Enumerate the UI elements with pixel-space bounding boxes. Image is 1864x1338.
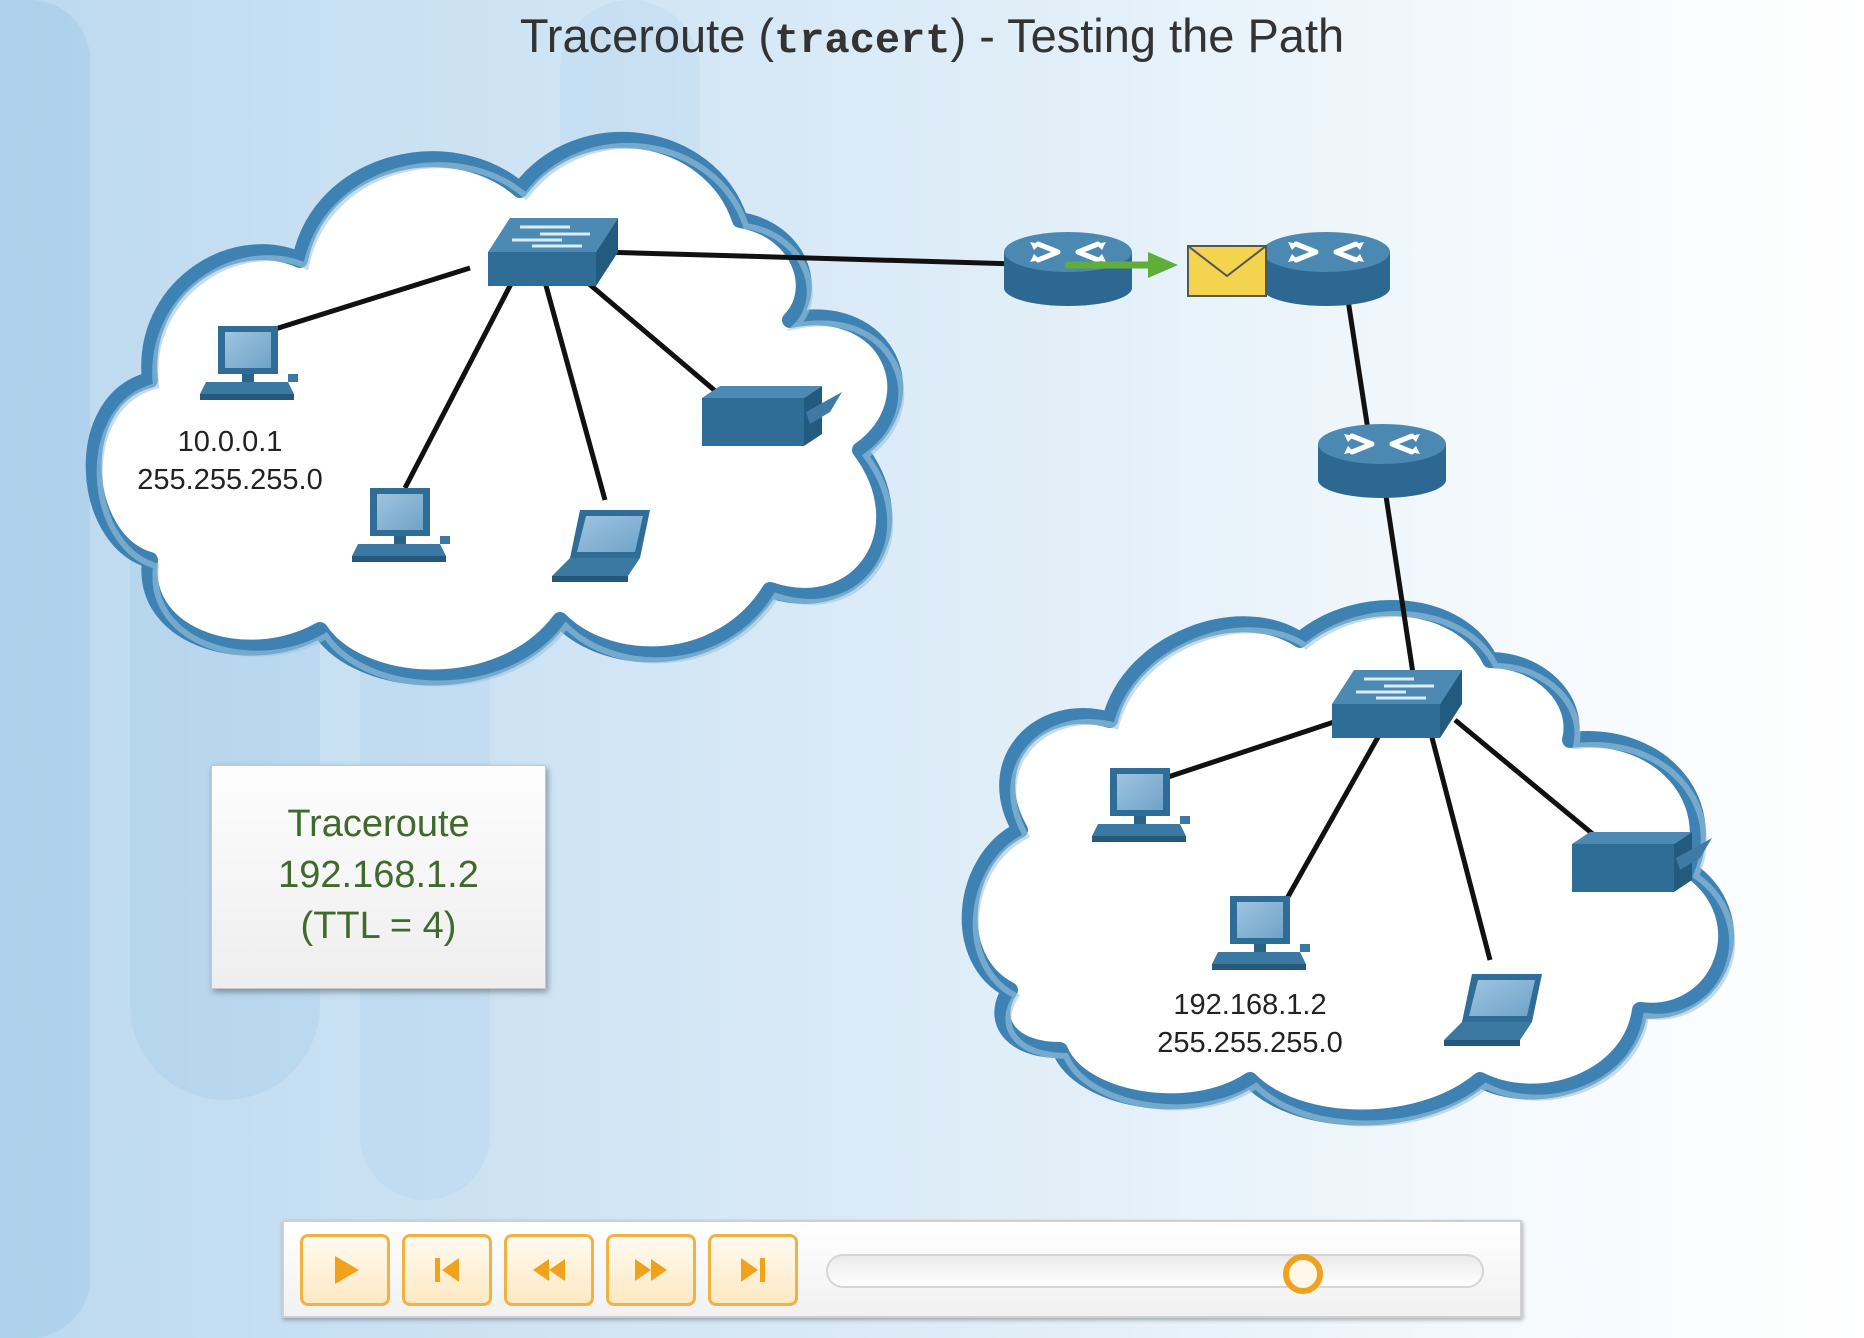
fast-forward-button[interactable]	[606, 1234, 696, 1306]
left-host-ip: 10.0.0.1	[177, 426, 283, 458]
link-switch2-pc2	[1282, 728, 1385, 904]
left-lan-cloud	[85, 131, 905, 687]
page-title: Traceroute (tracert) - Testing the Path	[0, 8, 1864, 65]
link-switch2-pc1	[1164, 717, 1341, 781]
link-switch2-laptop	[1427, 729, 1493, 961]
traceroute-box-line2: 192.168.1.2	[278, 854, 479, 896]
background-band	[0, 0, 90, 1338]
play-icon	[335, 1256, 359, 1284]
link-switch-laptop	[542, 281, 608, 501]
link-switch2-printer	[1453, 718, 1602, 842]
traceroute-box-line1: Traceroute	[287, 803, 470, 845]
right-host-label: 192.168.1.2 255.255.255.0	[1130, 986, 1370, 1062]
right-host-ip: 192.168.1.2	[1173, 989, 1327, 1021]
right-switch-icon	[1330, 668, 1464, 740]
title-suffix: ) - Testing the Path	[950, 9, 1345, 62]
left-host-mask: 255.255.255.0	[137, 464, 323, 496]
rewind-icon	[533, 1259, 565, 1281]
rewind-button[interactable]	[504, 1234, 594, 1306]
packet-envelope-icon	[1187, 245, 1267, 297]
router-3-icon	[1318, 424, 1446, 498]
packet-arrow	[1064, 252, 1178, 278]
progress-track[interactable]	[826, 1254, 1484, 1288]
link-switch-router1	[599, 249, 1019, 267]
link-router2-router3	[1345, 299, 1371, 431]
skip-to-end-icon	[741, 1258, 765, 1282]
router-2-icon	[1262, 232, 1390, 306]
network-links	[271, 249, 1602, 961]
skip-to-start-button[interactable]	[402, 1234, 492, 1306]
link-switch-pc1	[271, 265, 471, 333]
progress-slider-thumb[interactable]	[1283, 1254, 1324, 1294]
fast-forward-icon	[635, 1259, 667, 1281]
router-1-icon	[1004, 232, 1132, 306]
traceroute-box-line3: (TTL = 4)	[300, 905, 457, 947]
link-router3-switch2	[1383, 495, 1417, 681]
right-host-mask: 255.255.255.0	[1157, 1027, 1343, 1059]
title-command: tracert	[774, 17, 951, 65]
skip-to-start-icon	[435, 1258, 459, 1282]
link-switch-printer	[573, 270, 722, 397]
title-prefix: Traceroute (	[519, 9, 775, 62]
left-switch-icon	[486, 216, 620, 288]
traceroute-info-box: Traceroute 192.168.1.2 (TTL = 4)	[211, 765, 546, 989]
play-button[interactable]	[300, 1234, 390, 1306]
skip-to-end-button[interactable]	[708, 1234, 798, 1306]
link-switch-pc2	[402, 280, 515, 490]
animation-player-controls	[282, 1220, 1522, 1318]
left-host-label: 10.0.0.1 255.255.255.0	[110, 423, 350, 499]
